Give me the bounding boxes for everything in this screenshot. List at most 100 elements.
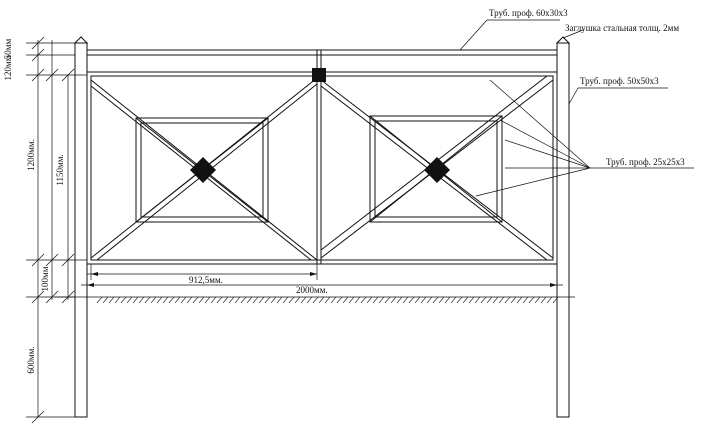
dim-1150: 1150мм. xyxy=(55,154,65,185)
hatch-stroke xyxy=(342,296,349,304)
hatch-stroke xyxy=(312,296,319,304)
hatch-stroke xyxy=(318,296,325,304)
vertical-dimensions xyxy=(26,36,87,424)
hatch-stroke xyxy=(372,296,379,304)
hatch-stroke xyxy=(120,296,127,304)
dim-600: 600мм. xyxy=(26,346,36,373)
hatch-stroke xyxy=(552,296,559,304)
hatch-stroke xyxy=(108,296,115,304)
hatch-stroke xyxy=(480,296,487,304)
ground-hatch xyxy=(55,296,575,304)
outer-frame xyxy=(86,71,558,265)
horizontal-dimensions xyxy=(81,264,563,287)
label-post-tube: Труб. проф. 50х50х3 xyxy=(580,76,659,86)
dim-50: 50мм xyxy=(3,39,13,60)
hatch-stroke xyxy=(102,296,109,304)
hatch-stroke xyxy=(348,296,355,304)
hatch-stroke xyxy=(162,296,169,304)
left-panel xyxy=(90,77,318,261)
label-top-rail: Труб. проф. 60х30х3 xyxy=(489,8,568,18)
hatch-stroke xyxy=(486,296,493,304)
hatch-stroke xyxy=(192,296,199,304)
leader-lines xyxy=(459,19,694,197)
hatch-stroke xyxy=(474,296,481,304)
hatch-stroke xyxy=(300,296,307,304)
hatch-stroke xyxy=(126,296,133,304)
hatch-stroke xyxy=(288,296,295,304)
hatch-stroke xyxy=(516,296,523,304)
hatch-stroke xyxy=(228,296,235,304)
hatch-stroke xyxy=(492,296,499,304)
hatch-stroke xyxy=(450,296,457,304)
hatch-stroke xyxy=(360,296,367,304)
label-cap: Заглушка стальная толщ. 2мм xyxy=(565,23,679,33)
dim-1200: 1200мм. xyxy=(26,139,36,171)
hatch-stroke xyxy=(330,296,337,304)
hatch-stroke xyxy=(444,296,451,304)
hatch-stroke xyxy=(114,296,121,304)
hatch-stroke xyxy=(96,296,103,304)
dim-912: 912,5мм. xyxy=(189,275,223,285)
hatch-stroke xyxy=(204,296,211,304)
hatch-stroke xyxy=(510,296,517,304)
hatch-stroke xyxy=(258,296,265,304)
hatch-stroke xyxy=(246,296,253,304)
hatch-stroke xyxy=(216,296,223,304)
hatch-stroke xyxy=(276,296,283,304)
hatch-stroke xyxy=(186,296,193,304)
center-cap-square xyxy=(312,68,326,82)
hatch-stroke xyxy=(150,296,157,304)
hatch-stroke xyxy=(468,296,475,304)
hatch-stroke xyxy=(138,296,145,304)
hatch-stroke xyxy=(390,296,397,304)
hatch-stroke xyxy=(210,296,217,304)
hatch-stroke xyxy=(324,296,331,304)
hatch-stroke xyxy=(396,296,403,304)
hatch-stroke xyxy=(504,296,511,304)
hatch-stroke xyxy=(378,296,385,304)
hatch-stroke xyxy=(264,296,271,304)
hatch-stroke xyxy=(546,296,553,304)
hatch-stroke xyxy=(384,296,391,304)
hatch-stroke xyxy=(528,296,535,304)
hatch-stroke xyxy=(222,296,229,304)
hatch-stroke xyxy=(132,296,139,304)
left-diamond-ornament xyxy=(190,157,216,183)
right-diamond-ornament xyxy=(424,157,450,183)
hatch-stroke xyxy=(414,296,421,304)
hatch-stroke xyxy=(234,296,241,304)
hatch-stroke xyxy=(294,296,301,304)
center-upright xyxy=(312,50,326,264)
hatch-stroke xyxy=(336,296,343,304)
hatch-stroke xyxy=(366,296,373,304)
dim-2000: 2000мм. xyxy=(296,285,328,295)
right-post xyxy=(555,36,571,418)
label-infill-tube: Труб. проф. 25х25х3 xyxy=(606,157,685,167)
hatch-stroke xyxy=(426,296,433,304)
hatch-stroke xyxy=(168,296,175,304)
hatch-stroke xyxy=(522,296,529,304)
dim-100: 100мм xyxy=(40,266,50,291)
hatch-stroke xyxy=(306,296,313,304)
hatch-stroke xyxy=(144,296,151,304)
top-rail xyxy=(87,49,557,56)
hatch-stroke xyxy=(282,296,289,304)
hatch-stroke xyxy=(180,296,187,304)
hatch-stroke xyxy=(240,296,247,304)
left-post xyxy=(73,36,89,418)
hatch-stroke xyxy=(252,296,259,304)
hatch-stroke xyxy=(534,296,541,304)
hatch-stroke xyxy=(420,296,427,304)
right-panel xyxy=(320,75,554,261)
hatch-stroke xyxy=(438,296,445,304)
hatch-stroke xyxy=(402,296,409,304)
hatch-stroke xyxy=(462,296,469,304)
hatch-stroke xyxy=(270,296,277,304)
hatch-stroke xyxy=(540,296,547,304)
dim-120: 120мм xyxy=(3,55,13,80)
hatch-stroke xyxy=(432,296,439,304)
hatch-stroke xyxy=(354,296,361,304)
hatch-stroke xyxy=(174,296,181,304)
hatch-stroke xyxy=(156,296,163,304)
